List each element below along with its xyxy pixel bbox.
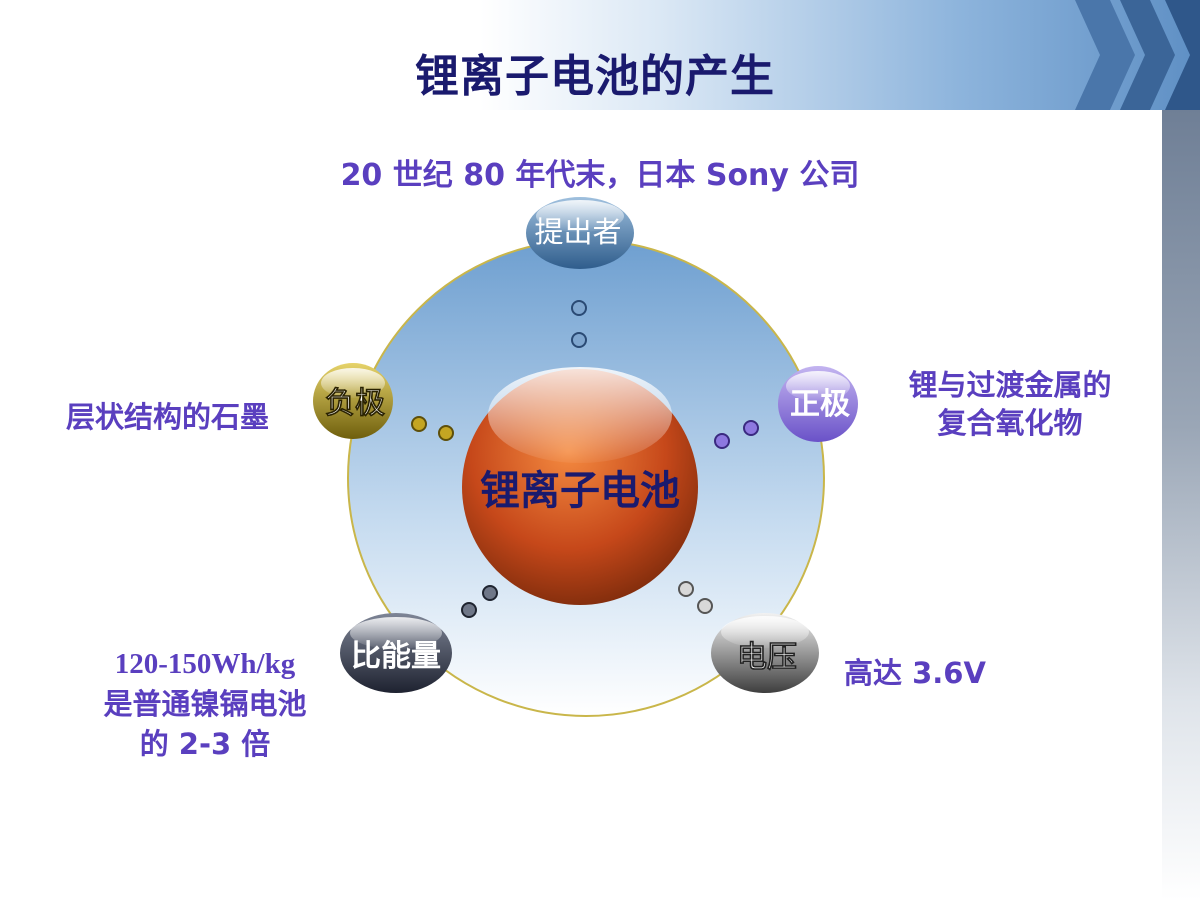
node-voltage-label: 电压 <box>737 640 797 675</box>
connector-dots-top <box>571 300 587 348</box>
node-voltage: 电压 <box>711 613 819 693</box>
node-cathode-label: 正极 <box>790 387 850 422</box>
energy-description-line2: 是普通镍镉电池 <box>103 687 307 721</box>
voltage-description: 高达 3.6V <box>844 656 986 690</box>
cathode-description: 锂与过渡金属的 复合氧化物 <box>880 366 1140 442</box>
connector-dots-bottom-right <box>678 581 713 614</box>
energy-description-line1: 120-150Wh/kg <box>114 648 296 680</box>
cathode-description-line1: 锂与过渡金属的 <box>908 368 1112 402</box>
node-anode: 负极 <box>313 363 393 439</box>
node-proposer-label: 提出者 <box>534 215 621 249</box>
chevron-2 <box>1120 0 1175 110</box>
node-anode-label: 负极 <box>325 386 385 421</box>
node-energy-label: 比能量 <box>351 639 441 674</box>
node-proposer: 提出者 <box>526 197 634 269</box>
chevron-1 <box>1075 0 1135 110</box>
energy-description-line3: 的 2-3 倍 <box>139 727 271 761</box>
cathode-description-line2: 复合氧化物 <box>937 406 1083 440</box>
header-band <box>0 0 1200 110</box>
page-title: 锂离子电池的产生 <box>415 51 775 102</box>
proposer-description: 20 世纪 80 年代末，日本 Sony 公司 <box>340 158 860 193</box>
node-cathode: 正极 <box>778 366 858 442</box>
header-chevrons <box>1075 0 1200 110</box>
right-side-band <box>1162 110 1200 900</box>
node-energy: 比能量 <box>340 613 452 693</box>
center-sphere: 锂离子电池 <box>462 367 698 605</box>
connector-dots-left <box>411 416 454 441</box>
connector-dots-bottom-left <box>461 585 498 618</box>
connector-dots-right <box>714 420 759 449</box>
chevron-3 <box>1165 0 1200 110</box>
energy-description: 120-150Wh/kg 是普通镍镉电池 的 2-3 倍 <box>70 644 340 764</box>
anode-description: 层状结构的石墨 <box>66 400 270 434</box>
center-label: 锂离子电池 <box>480 468 680 514</box>
